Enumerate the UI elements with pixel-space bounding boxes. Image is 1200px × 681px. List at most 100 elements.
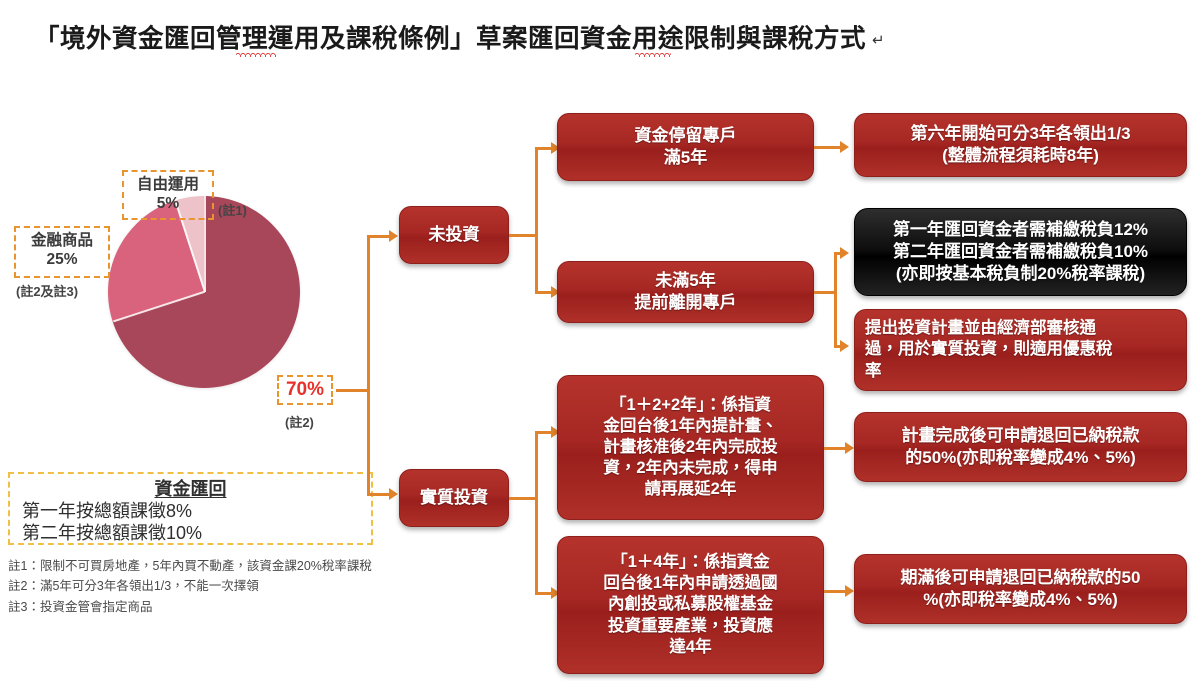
connector-line	[834, 252, 837, 348]
node-plan-1-4-text: 「1＋4年」：係指資金 回台後1年內申請透過國 內創投或私募股權基金 投資重要產…	[568, 552, 813, 658]
node-not-invested[interactable]: 未投資	[399, 206, 509, 264]
connector-arrow-icon	[389, 488, 398, 500]
callout-free-use-value: 5%	[156, 195, 180, 213]
node-leave-early[interactable]: 未滿5年 提前離開專戶	[557, 261, 814, 323]
node-stay-5-years[interactable]: 資金停留專戶 滿5年	[557, 113, 814, 181]
callout-investment-share: 70%	[277, 375, 333, 405]
callout-financial-products: 金融商品 25%	[14, 226, 110, 278]
node-leave-early-line-2: 提前離開專戶	[634, 293, 737, 312]
connector-line	[535, 592, 551, 595]
spellcheck-squiggle-icon	[236, 52, 276, 57]
node-refund-on-maturity-line-1: 期滿後可申請退回已納稅款的50	[900, 568, 1141, 588]
connector-arrow-icon	[840, 247, 849, 259]
connector-arrow-icon	[845, 585, 854, 597]
connector-arrow-icon	[389, 230, 398, 242]
connector-arrow-icon	[551, 142, 560, 154]
connector-line	[834, 345, 842, 348]
node-withdraw-from-year-6-line-2: (整體流程須耗時8年)	[942, 146, 1099, 165]
node-penalty-tax[interactable]: 第一年匯回資金者需補繳稅負12% 第二年匯回資金者需補繳稅負10% (亦即按基本…	[854, 208, 1187, 296]
callout-investment-share-note: (註2)	[285, 415, 314, 430]
node-plan-1-2-2[interactable]: 「1＋2+2年」：係指資 金回台後1年內提計畫、 計畫核准後2年內完成投 資，2…	[557, 375, 824, 520]
page-title-text: 「境外資金匯回管理運用及課稅條例」草案匯回資金用途限制與課稅方式	[34, 25, 867, 53]
spellcheck-squiggle-icon	[635, 52, 671, 57]
node-stay-5-years-line-1: 資金停留專戶	[634, 126, 737, 146]
footnote-3: 註3：投資金管會指定商品	[8, 599, 153, 614]
node-refund-on-completion[interactable]: 計畫完成後可申請退回已納稅款 的50%(亦即稅率變成4%、5%)	[854, 412, 1187, 482]
connector-arrow-icon	[551, 286, 560, 298]
callout-free-use: 自由運用 5%	[122, 170, 214, 220]
pie-slice-divider	[204, 196, 206, 292]
callout-financial-products-note: (註2及註3)	[16, 284, 79, 299]
page-title: 「境外資金匯回管理運用及課稅條例」草案匯回資金用途限制與課稅方式 ↵	[34, 18, 885, 55]
node-withdraw-from-year-6[interactable]: 第六年開始可分3年各領出1/3 (整體流程須耗時8年)	[854, 113, 1187, 177]
node-moea-review-line-1: 提出投資計畫並由經濟部審核通	[865, 319, 1096, 338]
node-penalty-tax-text: 第一年匯回資金者需補繳稅負12% 第二年匯回資金者需補繳稅負10% (亦即按基本…	[865, 219, 1176, 284]
node-moea-review-line-3: 率	[865, 361, 882, 380]
capital-repatriation-line-1: 第一年按總額課徵8%	[22, 501, 193, 522]
node-moea-review-line-2: 過，用於實質投資，則適用優惠稅	[865, 340, 1113, 359]
callout-financial-products-value: 25%	[46, 251, 78, 269]
connector-line	[535, 431, 538, 595]
connector-line	[336, 389, 370, 392]
connector-line	[367, 235, 370, 495]
callout-financial-products-label: 金融商品	[30, 232, 93, 249]
node-refund-on-maturity-line-2: %(亦即稅率變成4%、5%)	[923, 590, 1118, 609]
callout-free-use-label: 自由運用	[136, 176, 199, 193]
connector-line	[535, 147, 538, 293]
node-plan-1-4-line-1: 「1＋4年」：係指資金	[611, 553, 770, 572]
node-plan-1-2-2-text: 「1＋2+2年」：係指資 金回台後1年內提計畫、 計畫核准後2年內完成投 資，2…	[568, 395, 813, 501]
node-plan-1-2-2-line-3: 計畫核准後2年內完成投	[603, 437, 778, 456]
callout-free-use-note: (註1)	[218, 203, 247, 218]
footnote-2: 註2：滿5年可分3年各領出1/3，不能一次擇領	[8, 579, 259, 594]
connector-arrow-icon	[845, 442, 854, 454]
connector-line	[535, 147, 551, 150]
node-refund-on-completion-text: 計畫完成後可申請退回已納稅款 的50%(亦即稅率變成4%、5%)	[865, 425, 1176, 469]
node-plan-1-4-line-3: 內創投或私募股權基金	[608, 595, 773, 614]
connector-arrow-icon	[840, 340, 849, 352]
node-moea-review-text: 提出投資計畫並由經濟部審核通 過，用於實質投資，則適用優惠稅 率	[865, 318, 1176, 381]
connector-arrow-icon	[551, 587, 560, 599]
node-plan-1-2-2-line-4: 資，2年內未完成，得申	[603, 459, 778, 478]
node-leave-early-text: 未滿5年 提前離開專戶	[568, 270, 803, 314]
node-refund-on-completion-line-1: 計畫完成後可申請退回已納稅款	[901, 426, 1140, 446]
connector-line	[814, 146, 840, 149]
node-plan-1-2-2-line-1: 「1＋2+2年」：係指資	[610, 395, 771, 414]
capital-repatriation-box: 資金匯回 第一年按總額課徵8% 第二年按總額課徵10%	[8, 472, 373, 545]
node-real-investment-label: 實質投資	[420, 488, 488, 508]
node-stay-5-years-text: 資金停留專戶 滿5年	[568, 125, 803, 169]
node-plan-1-4-line-4: 投資重要產業，投資應	[608, 616, 773, 635]
connector-line	[509, 234, 537, 237]
connector-line	[367, 493, 389, 496]
connector-line	[824, 447, 850, 450]
connector-line	[814, 291, 836, 294]
footnote-1: 註1：限制不可買房地產，5年內買不動產，該資金課20%稅率課稅	[8, 559, 372, 573]
node-plan-1-4-line-2: 回台後1年內申請透過國	[603, 574, 778, 593]
pilcrow-mark: ↵	[872, 32, 886, 49]
node-moea-review[interactable]: 提出投資計畫並由經濟部審核通 過，用於實質投資，則適用優惠稅 率	[854, 309, 1187, 391]
node-penalty-tax-line-2: 第二年匯回資金者需補繳稅負10%	[892, 242, 1149, 262]
node-plan-1-2-2-line-2: 金回台後1年內提計畫、	[603, 416, 778, 435]
pie-chart	[108, 196, 300, 388]
node-plan-1-4[interactable]: 「1＋4年」：係指資金 回台後1年內申請透過國 內創投或私募股權基金 投資重要產…	[557, 536, 824, 674]
connector-line	[367, 235, 389, 238]
connector-line	[509, 497, 537, 500]
capital-repatriation-heading: 資金匯回	[154, 479, 227, 499]
connector-arrow-icon	[551, 426, 560, 438]
node-refund-on-maturity-text: 期滿後可申請退回已納稅款的50 %(亦即稅率變成4%、5%)	[865, 567, 1176, 611]
callout-investment-share-value: 70%	[285, 379, 325, 401]
node-refund-on-maturity[interactable]: 期滿後可申請退回已納稅款的50 %(亦即稅率變成4%、5%)	[854, 554, 1187, 624]
node-real-investment[interactable]: 實質投資	[399, 469, 509, 527]
node-stay-5-years-line-2: 滿5年	[663, 148, 708, 167]
capital-repatriation-line-2: 第二年按總額課徵10%	[22, 523, 203, 544]
connector-line	[824, 590, 850, 593]
node-not-invested-label: 未投資	[428, 225, 480, 245]
node-leave-early-line-1: 未滿5年	[655, 271, 716, 291]
node-withdraw-from-year-6-text: 第六年開始可分3年各領出1/3 (整體流程須耗時8年)	[865, 123, 1176, 167]
node-plan-1-2-2-line-5: 請再展延2年	[644, 480, 737, 499]
connector-line	[834, 252, 842, 255]
node-penalty-tax-line-1: 第一年匯回資金者需補繳稅負12%	[892, 220, 1149, 240]
connector-arrow-icon	[840, 141, 849, 153]
connector-line	[535, 431, 551, 434]
node-plan-1-4-line-5: 達4年	[669, 637, 712, 656]
